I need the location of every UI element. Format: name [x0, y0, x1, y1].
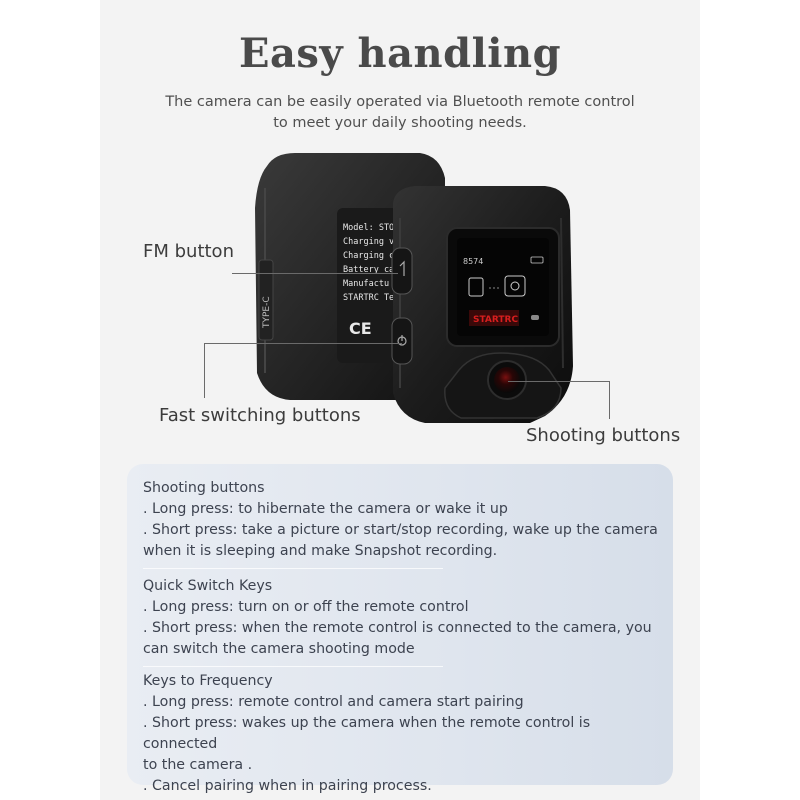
subtitle-line-1: The camera can be easily operated via Bl… [165, 94, 635, 110]
front-unit: 8574 STARTRC [391, 186, 573, 423]
section-line: . Short press: when the remote control i… [143, 620, 652, 636]
label-line-2: Charging v [343, 237, 394, 247]
label-line-5: Manufactu [343, 279, 389, 289]
section-keys-to-frequency: Keys to Frequency . Long press: remote c… [143, 671, 667, 797]
section-heading: Shooting buttons [143, 480, 265, 496]
remote-glyph-icon [468, 277, 484, 297]
remote-control-illustration: TYPE-C Model: STO Charging v Charging c … [255, 153, 573, 423]
screen-number: 8574 [463, 257, 483, 266]
label-line-4: Battery ca [343, 265, 394, 275]
callout-fast-switching: Fast switching buttons [159, 405, 361, 426]
section-line: . Short press: take a picture or start/s… [143, 522, 658, 538]
leader-fast-horizontal [204, 343, 402, 344]
screen-brand: STARTRC [473, 315, 518, 325]
page-subtitle: The camera can be easily operated via Bl… [150, 92, 650, 134]
section-divider [143, 568, 443, 569]
section-divider [143, 666, 443, 667]
leader-shooting-horizontal [508, 381, 609, 382]
callout-fm-button: FM button [143, 241, 234, 262]
section-line: . Long press: remote control and camera … [143, 694, 524, 710]
fm-button[interactable] [391, 247, 413, 295]
section-line: . Long press: to hibernate the camera or… [143, 501, 508, 517]
leader-fast-vertical [204, 343, 205, 398]
section-line: to the camera . [143, 757, 253, 773]
camera-glyph-icon [504, 275, 526, 297]
leader-shooting-vertical [609, 381, 610, 419]
battery-icon [530, 256, 544, 264]
section-quick-switch-keys: Quick Switch Keys . Long press: turn on … [143, 576, 667, 660]
section-line: . Cancel pairing when in pairing process… [143, 778, 432, 794]
leader-fm [232, 273, 398, 274]
section-line: . Long press: turn on or off the remote … [143, 599, 469, 615]
subtitle-line-2: to meet your daily shooting needs. [273, 115, 527, 131]
ce-mark: CE [349, 319, 372, 338]
section-line: can switch the camera shooting mode [143, 641, 415, 657]
section-line: when it is sleeping and make Snapshot re… [143, 543, 498, 559]
section-heading: Quick Switch Keys [143, 578, 273, 594]
instructions-panel: Shooting buttons . Long press: to hibern… [127, 464, 673, 794]
section-shooting-buttons: Shooting buttons . Long press: to hibern… [143, 478, 667, 562]
section-line: . Short press: wakes up the camera when … [143, 715, 591, 752]
label-line-3: Charging c [343, 251, 394, 261]
page-title: Easy handling [238, 30, 562, 77]
label-line-6: STARTRC Te [343, 293, 394, 303]
section-heading: Keys to Frequency [143, 673, 273, 689]
side-port-label: TYPE-C [262, 296, 272, 329]
label-line-1: Model: STO [343, 223, 394, 233]
callout-shooting: Shooting buttons [526, 425, 681, 446]
